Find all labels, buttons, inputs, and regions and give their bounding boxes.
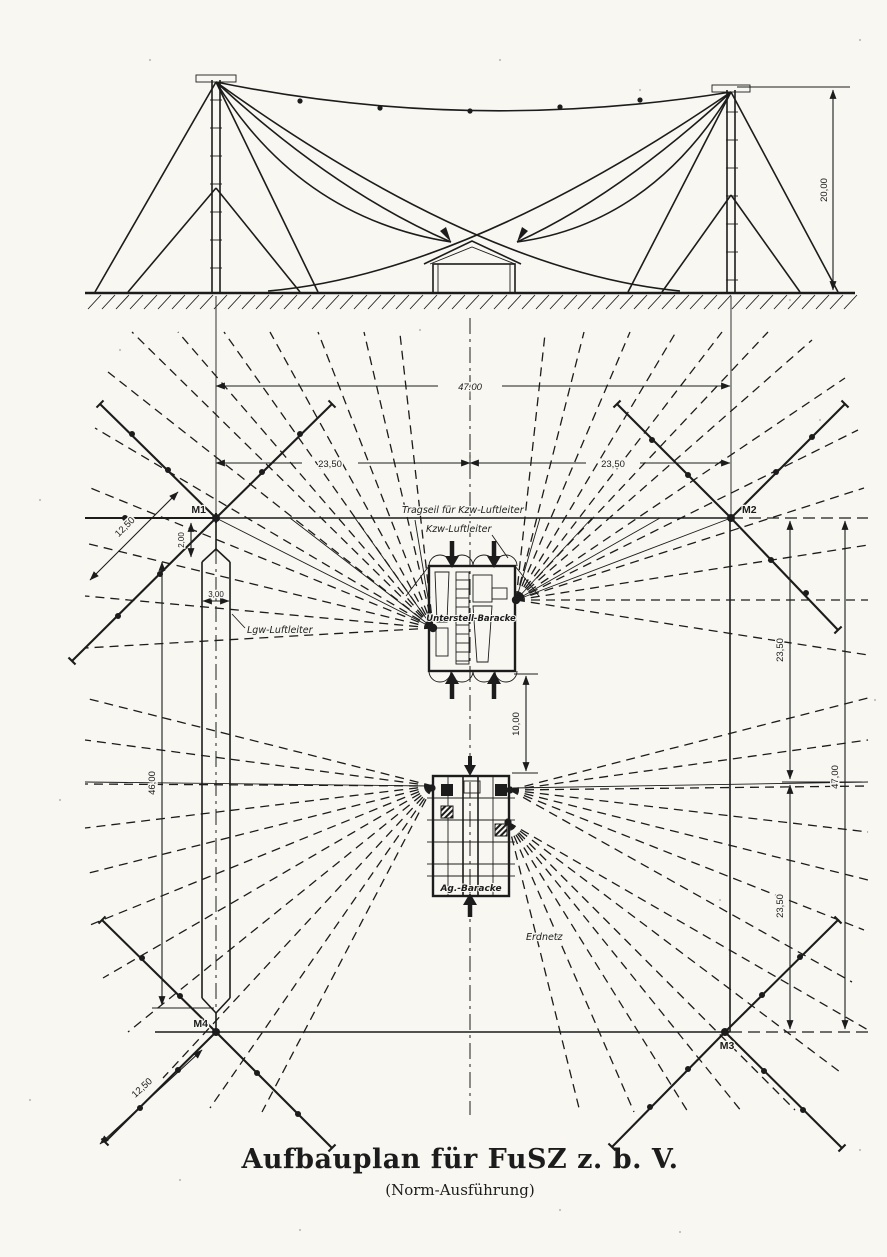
- kzw-leader-line: [491, 534, 509, 559]
- antenna-wires-elevation: [215, 81, 732, 292]
- ag-baracke: Ag.-Baracke: [427, 756, 515, 917]
- drawing-title: Aufbauplan für FuSZ z. b. V.: [240, 1144, 678, 1175]
- dim-mast-height-label: 20,00: [819, 178, 830, 202]
- mast-m1-label: M1: [191, 504, 206, 516]
- mast-points: [212, 514, 735, 1036]
- mast-lattice-ticks: [210, 99, 738, 281]
- dim-lgw-length: 46,00: [147, 771, 158, 795]
- dim-side-total: 47,00: [830, 765, 841, 789]
- dim-span-right: 23,50: [601, 459, 625, 470]
- horizontal-axis-right: [512, 781, 869, 789]
- mast-m2-label: M2: [742, 504, 757, 516]
- tragseil-label: Tragseil für Kzw-Luftleiter: [402, 505, 525, 516]
- dim-mast-height: 20,00: [737, 86, 850, 291]
- center-hut: [423, 240, 522, 294]
- dim-baracke-gap: 10,00: [511, 712, 522, 736]
- drawing-subtitle: (Norm-Ausführung): [385, 1181, 534, 1199]
- lgw-antenna-cage: [201, 547, 231, 1015]
- dim-span-left: 23,50: [318, 459, 342, 470]
- horizontal-axis-left: [84, 781, 431, 787]
- mast-m4-label: M4: [193, 1018, 208, 1030]
- plan-dimensions: 47.00 23,50 23,50 23,50 23,50 47,00 10,0…: [89, 375, 862, 1145]
- dim-span-total: 47.00: [458, 382, 482, 393]
- kzw-label: Kzw-Luftleiter: [426, 524, 492, 535]
- bottom-entry-arrow: [463, 893, 477, 905]
- lgw-label: Lgw-Luftleiter: [247, 625, 314, 636]
- plan-view: Unterstell-Baracke Ag.-Baracke: [67, 296, 869, 1153]
- wire-arrowhead-right: [517, 227, 528, 242]
- paper-speckles: [28, 38, 877, 1234]
- top-entry-arrow: [464, 765, 476, 776]
- elevation-guy-wires: [94, 81, 839, 293]
- lgw-leader-line: [231, 613, 246, 629]
- unterstell-baracke: Unterstell-Baracke: [405, 541, 540, 699]
- erdnetz-label: Erdnetz: [526, 932, 564, 943]
- unterstell-baracke-label: Unterstell-Baracke: [426, 614, 516, 624]
- mast-m3-label: M3: [720, 1040, 735, 1052]
- dim-lgw-width: 3,00: [208, 590, 224, 599]
- ground-hatching: [87, 294, 858, 310]
- elevation-view: 20,00: [28, 38, 877, 1234]
- erdnetz-dashed-rays: [84, 331, 869, 1113]
- wire-arrowhead-left: [440, 227, 451, 242]
- entry-arrows: [445, 541, 501, 699]
- dim-lgw-offset: 2,00: [177, 532, 186, 548]
- dim-side-lower: 23,50: [775, 894, 786, 918]
- ag-baracke-label: Ag.-Baracke: [439, 884, 501, 894]
- guy-anchor-dots: [115, 431, 815, 1117]
- dim-side-upper: 23,50: [775, 638, 786, 662]
